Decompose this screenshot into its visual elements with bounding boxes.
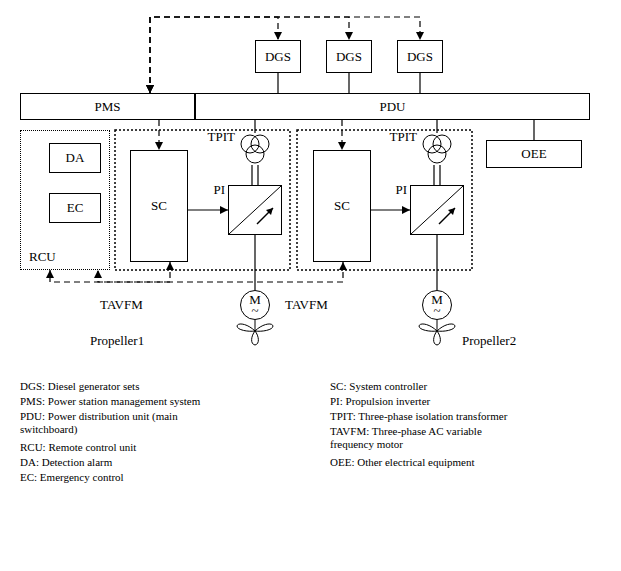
group-outline bbox=[297, 130, 472, 270]
power-line bbox=[188, 210, 228, 211]
node-label: DGS bbox=[336, 49, 362, 65]
power-line bbox=[420, 73, 421, 93]
node-label: TPIT bbox=[208, 129, 235, 145]
node-label: OEE bbox=[521, 146, 546, 162]
alarm-box: DA bbox=[49, 143, 101, 173]
inverter-symbol bbox=[411, 186, 463, 234]
control-signal-line bbox=[50, 262, 170, 282]
controller-box: SC bbox=[130, 150, 188, 262]
inverter-symbol bbox=[229, 186, 281, 234]
node-label: M bbox=[431, 294, 443, 305]
motor-circle: M~ bbox=[240, 290, 270, 320]
equipment-box: OEE bbox=[486, 140, 582, 168]
power-line bbox=[434, 165, 440, 185]
part-label: TAVFM bbox=[100, 297, 143, 313]
abbreviation-note: TAVFM: Three-phase AC variable frequency… bbox=[330, 425, 515, 451]
inverter-box: PI bbox=[228, 185, 282, 235]
power-line bbox=[371, 210, 410, 211]
control-signal-line bbox=[98, 262, 343, 282]
power-line bbox=[278, 73, 279, 93]
inverter-box: PI bbox=[410, 185, 464, 235]
connector-path bbox=[341, 120, 342, 150]
connector-path bbox=[371, 209, 410, 210]
control-unit-group: RCU DA EC bbox=[20, 130, 110, 270]
connector-path bbox=[436, 235, 437, 290]
node-label: M bbox=[249, 294, 261, 305]
abbreviation-note: DA: Detection alarm bbox=[20, 456, 310, 469]
connector-path bbox=[419, 73, 420, 93]
abbreviation-note: PDU: Power distribution unit (main switc… bbox=[20, 410, 210, 436]
part-label: TAVFM bbox=[285, 297, 328, 313]
node-label: PI bbox=[395, 182, 407, 198]
connector-path bbox=[533, 120, 534, 140]
connector-path bbox=[50, 262, 170, 282]
transformer-coils bbox=[421, 133, 453, 165]
node-label: RCU bbox=[29, 249, 56, 265]
control-signal-line bbox=[159, 120, 160, 150]
node-label: DGS bbox=[265, 49, 291, 65]
connector-path bbox=[433, 165, 434, 185]
abbreviation-note: RCU: Remote control unit bbox=[20, 441, 310, 454]
generator-box: DGS bbox=[326, 40, 372, 73]
power-line bbox=[349, 73, 350, 93]
connector-path bbox=[436, 120, 437, 133]
motor-circle: M~ bbox=[422, 290, 452, 320]
node-label: PI bbox=[213, 182, 225, 198]
connector-path bbox=[98, 262, 343, 282]
node-label: PMS bbox=[94, 99, 120, 115]
part-label: Propeller2 bbox=[462, 333, 516, 349]
emergency-box: EC bbox=[49, 193, 101, 223]
node-label: DA bbox=[66, 150, 85, 166]
node-label: SC bbox=[151, 198, 167, 214]
connector-path bbox=[439, 165, 440, 185]
power-line bbox=[534, 120, 535, 140]
abbreviation-note: OEE: Other electrical equipment bbox=[330, 456, 600, 469]
power-line bbox=[437, 120, 438, 133]
abbreviation-note: PI: Propulsion inverter bbox=[330, 395, 600, 408]
part-label: Propeller1 bbox=[90, 333, 144, 349]
connector-path bbox=[158, 120, 159, 150]
connector-path bbox=[188, 209, 228, 210]
propeller bbox=[237, 320, 273, 345]
power-line bbox=[255, 120, 256, 133]
generator-box: DGS bbox=[397, 40, 443, 73]
connector-path bbox=[150, 17, 349, 93]
abbreviation-note: EC: Emergency control bbox=[20, 471, 310, 484]
abbreviation-note: SC: System controller bbox=[330, 380, 600, 393]
node-label: ~ bbox=[433, 305, 440, 316]
transformer-coils bbox=[239, 133, 271, 165]
connector-path bbox=[251, 165, 252, 185]
connector-path bbox=[254, 120, 255, 133]
transformer-symbol: TPIT bbox=[421, 133, 453, 165]
group-outline bbox=[115, 130, 290, 270]
node-label: PDU bbox=[379, 99, 405, 115]
transformer-symbol: TPIT bbox=[239, 133, 271, 165]
power-line bbox=[437, 235, 438, 290]
controller-box: SC bbox=[313, 150, 371, 262]
control-signal-line bbox=[342, 120, 343, 150]
node-label: SC bbox=[334, 198, 350, 214]
generator-box: DGS bbox=[255, 40, 301, 73]
connector-path bbox=[277, 73, 278, 93]
abbreviation-note: DGS: Diesel generator sets bbox=[20, 380, 310, 393]
abbreviation-note: TPIT: Three-phase isolation transformer bbox=[330, 410, 600, 423]
power-line bbox=[252, 165, 258, 185]
management-bar: PMS bbox=[20, 93, 195, 120]
control-signal-line bbox=[150, 17, 349, 93]
node-label: ~ bbox=[251, 305, 258, 316]
propeller bbox=[419, 320, 455, 345]
connector-path bbox=[150, 17, 420, 93]
connector-path bbox=[254, 235, 255, 290]
connector-path bbox=[348, 73, 349, 93]
control-signal-line bbox=[150, 17, 420, 93]
distribution-bar: PDU bbox=[195, 93, 590, 120]
abbreviation-note: PMS: Power station management system bbox=[20, 395, 310, 408]
connector-path bbox=[257, 165, 258, 185]
node-label: DGS bbox=[407, 49, 433, 65]
node-label: EC bbox=[67, 200, 84, 216]
node-label: TPIT bbox=[390, 129, 417, 145]
power-line bbox=[255, 235, 256, 290]
